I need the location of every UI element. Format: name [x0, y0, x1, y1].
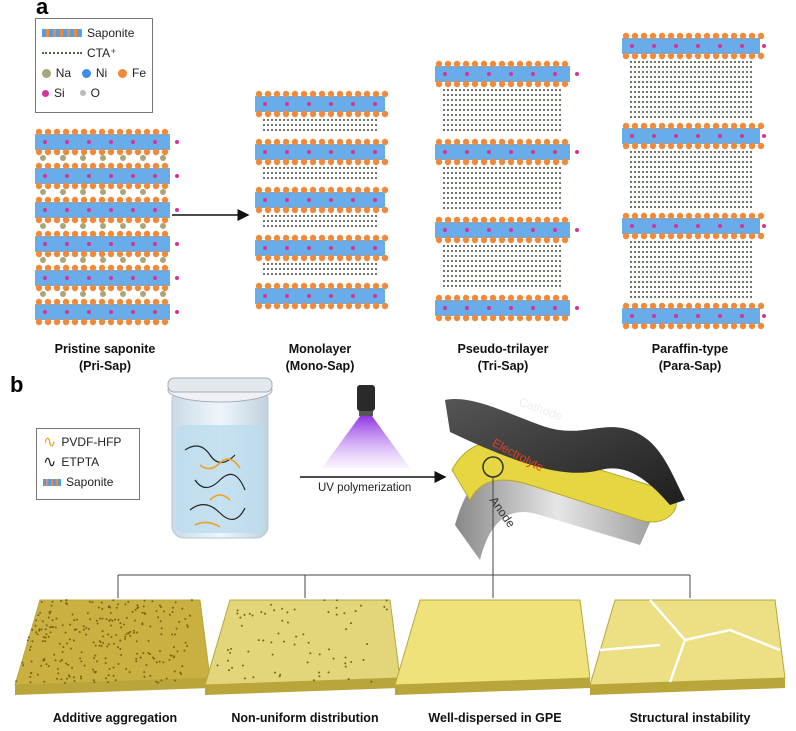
connector-tree: [117, 477, 691, 598]
caption-pseudo-trilayer: Pseudo-trilayer(Tri-Sap): [457, 342, 549, 373]
gpe-film-2: [204, 599, 401, 695]
legend-fe: Fe: [131, 66, 146, 80]
caption-monolayer: Monolayer(Mono-Sap): [285, 342, 355, 373]
legend-saponite-b: Saponite: [66, 475, 114, 489]
legend-si: Si: [54, 86, 65, 100]
process-label: UV polymerization: [318, 482, 412, 494]
saponite-icon: [43, 478, 61, 486]
panel-b-legend: ∿ PVDF-HFP ∿ ETPTA Saponite: [36, 428, 140, 500]
legend-na: Na: [55, 66, 72, 80]
outcome-non-uniform: Non-uniform distribution: [231, 711, 379, 725]
outcome-well-dispersed: Well-dispersed in GPE: [428, 711, 562, 725]
outcome-aggregation: Additive aggregation: [52, 711, 178, 725]
gpe-film-1: [14, 599, 211, 695]
battery-icon: [445, 399, 685, 560]
panel-a-legend: Saponite CTA⁺ Na Ni Fe Si O: [35, 18, 153, 113]
structure-monolayer: [255, 90, 389, 310]
uv-lamp-icon: [322, 385, 410, 468]
caption-pristine: Pristine saponite(Pri-Sap): [54, 342, 156, 373]
legend-o: O: [90, 86, 101, 100]
etpta-chain-icon: ∿: [43, 454, 57, 471]
gpe-film-3: [394, 599, 591, 695]
fe-atom-icon: [118, 68, 127, 78]
panel-b-label: b: [10, 372, 24, 397]
pvdf-chain-icon: ∿: [43, 434, 57, 451]
outcome-instability: Structural instability: [629, 711, 751, 725]
legend-etpta: ETPTA: [61, 455, 100, 469]
si-atom-icon: [42, 89, 49, 97]
caption-paraffin: Paraffin-type(Para-Sap): [651, 342, 729, 373]
na-atom-icon: [42, 68, 51, 78]
legend-ni: Ni: [95, 66, 108, 80]
gpe-film-4: [589, 599, 786, 695]
legend-pvdf: PVDF-HFP: [61, 435, 122, 449]
ni-atom-icon: [82, 68, 91, 78]
structure-paraffin: [622, 32, 766, 330]
saponite-icon: [42, 29, 82, 37]
panel-a-label: a: [36, 0, 49, 19]
o-atom-icon: [79, 90, 86, 96]
cta-chain-icon: [42, 52, 82, 54]
legend-saponite: Saponite: [87, 26, 135, 40]
vial-icon: [167, 377, 273, 539]
structure-pristine: [35, 128, 179, 326]
legend-cta: CTA⁺: [87, 46, 117, 60]
structure-pseudo-trilayer: [435, 60, 579, 322]
